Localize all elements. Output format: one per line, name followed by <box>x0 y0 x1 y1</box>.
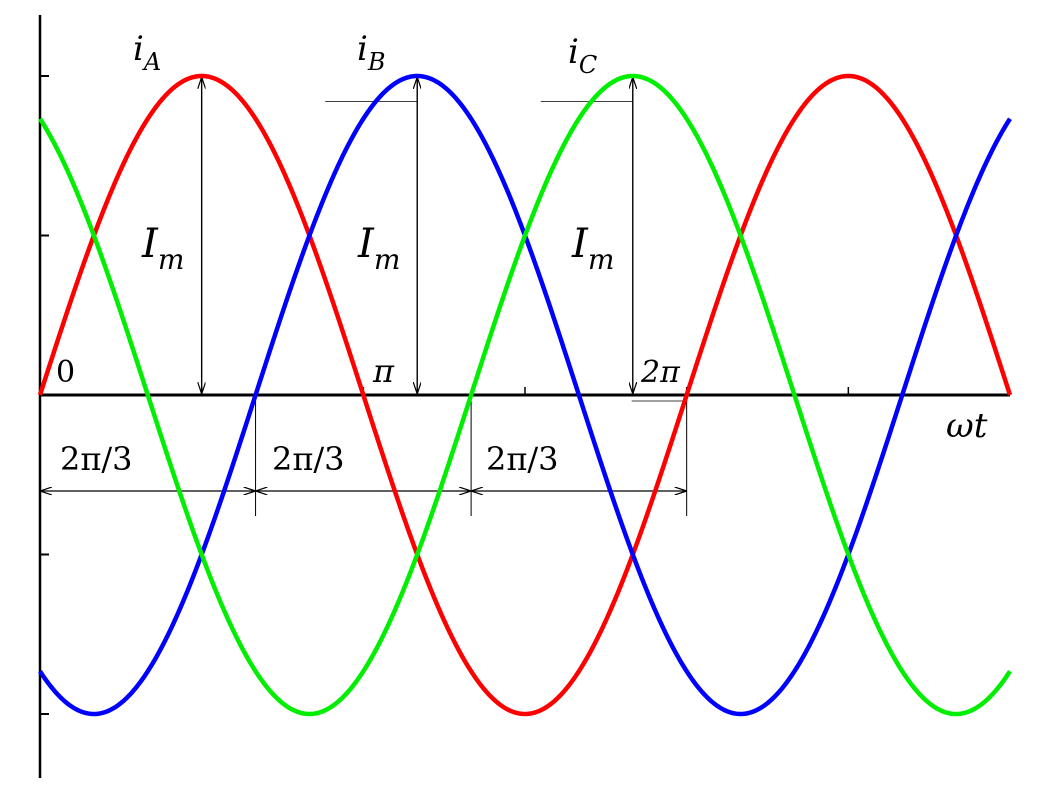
annotations <box>41 78 688 516</box>
origin-label: 0 <box>56 355 75 390</box>
series-label-b: iB <box>357 29 386 76</box>
series-line-i-c <box>38 73 1012 717</box>
series-line-i-a <box>37 73 1013 717</box>
phase-gap-label-3: 2π/3 <box>486 440 559 478</box>
amplitude-label-b: Im <box>357 221 400 276</box>
chart-labels: 0 π 2π ωt 2π/3 2π/3 2π/3 Im Im Im iA iB … <box>56 29 988 478</box>
series-label-a: iA <box>133 29 161 76</box>
x-axis-label: ωt <box>946 406 988 446</box>
phase-gap-label-2: 2π/3 <box>272 440 345 478</box>
series-label-c: iC <box>568 32 597 79</box>
series-curves <box>37 73 1013 717</box>
phase-gap-label-1: 2π/3 <box>60 440 133 478</box>
amplitude-label-c: Im <box>571 221 614 276</box>
two-pi-label: 2π <box>640 355 681 390</box>
amplitude-label-a: Im <box>141 221 184 276</box>
axes <box>38 15 1010 778</box>
pi-label: π <box>372 352 395 390</box>
